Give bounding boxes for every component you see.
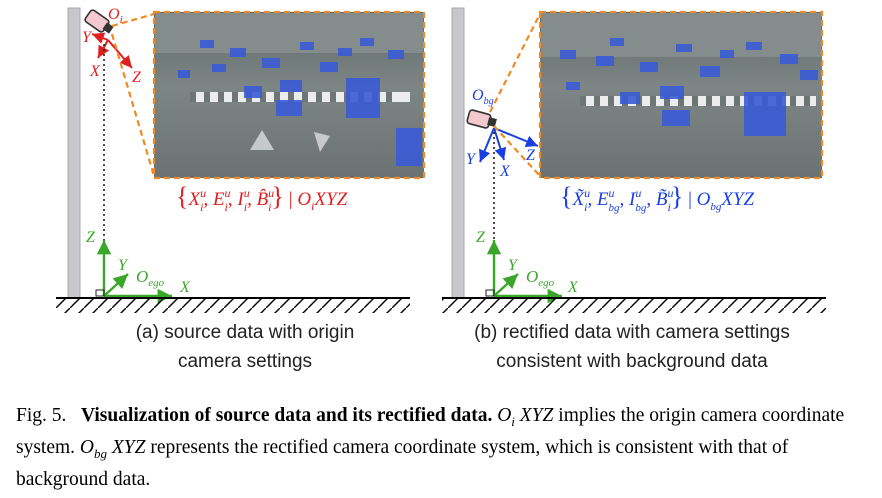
pole-b — [451, 7, 465, 299]
ego-axes-b — [486, 240, 562, 304]
camera-axes-a — [91, 32, 133, 69]
svg-text:X: X — [567, 279, 579, 296]
figure-graphic: Oi Y X Z — [56, 6, 826, 313]
svg-text:Oego: Oego — [526, 267, 555, 289]
caption-prefix: Fig. 5. — [16, 405, 67, 426]
traffic-image-a — [152, 10, 426, 180]
caption-sentence-1: implies the origin camera coordinate sys… — [16, 405, 845, 458]
origin-label-b: Obg — [472, 87, 494, 107]
subcaption-b-line2: consistent with background data — [496, 351, 768, 372]
caption-title: Visualization of source data and its rec… — [81, 405, 493, 426]
svg-text:Y: Y — [508, 257, 519, 274]
subcaption-b: (b) rectified data with camera settings … — [432, 318, 832, 376]
svg-text:Y: Y — [466, 151, 477, 168]
caption-math-oi: Oi XYZ — [497, 405, 554, 429]
svg-text:Z: Z — [476, 229, 486, 246]
traffic-image-b — [538, 10, 824, 180]
svg-text:Y: Y — [118, 257, 129, 274]
svg-text:X: X — [179, 279, 191, 296]
pole-a — [67, 7, 81, 299]
camera-icon — [466, 109, 497, 129]
panel-b: Obg Y X Z — [442, 7, 826, 313]
subcaption-a: (a) source data with origin camera setti… — [80, 318, 410, 376]
origin-label-a: Oi — [108, 6, 123, 26]
figure-caption: Fig. 5. Visualization of source data and… — [16, 403, 876, 493]
subcaption-a-line2: camera settings — [177, 351, 313, 372]
svg-text:Z: Z — [86, 229, 96, 246]
svg-text:Oego: Oego — [136, 267, 165, 289]
svg-text:Y: Y — [82, 29, 93, 46]
svg-text:X: X — [499, 163, 511, 180]
subcaption-a-line1: (a) source data with origin — [135, 322, 355, 343]
svg-text:X: X — [89, 63, 101, 80]
svg-text:Z: Z — [526, 147, 536, 164]
svg-text:Z: Z — [132, 69, 142, 86]
camera-icon — [84, 9, 114, 34]
panel-a: Oi Y X Z — [56, 6, 426, 313]
caption-sentence-2: represents the rectified camera coordina… — [16, 436, 789, 490]
subcaption-b-line1: (b) rectified data with camera settings — [474, 322, 790, 343]
ego-axes-a — [96, 240, 172, 304]
caption-math-obg: Obg XYZ — [79, 436, 146, 461]
camera-axes-b — [479, 127, 539, 163]
